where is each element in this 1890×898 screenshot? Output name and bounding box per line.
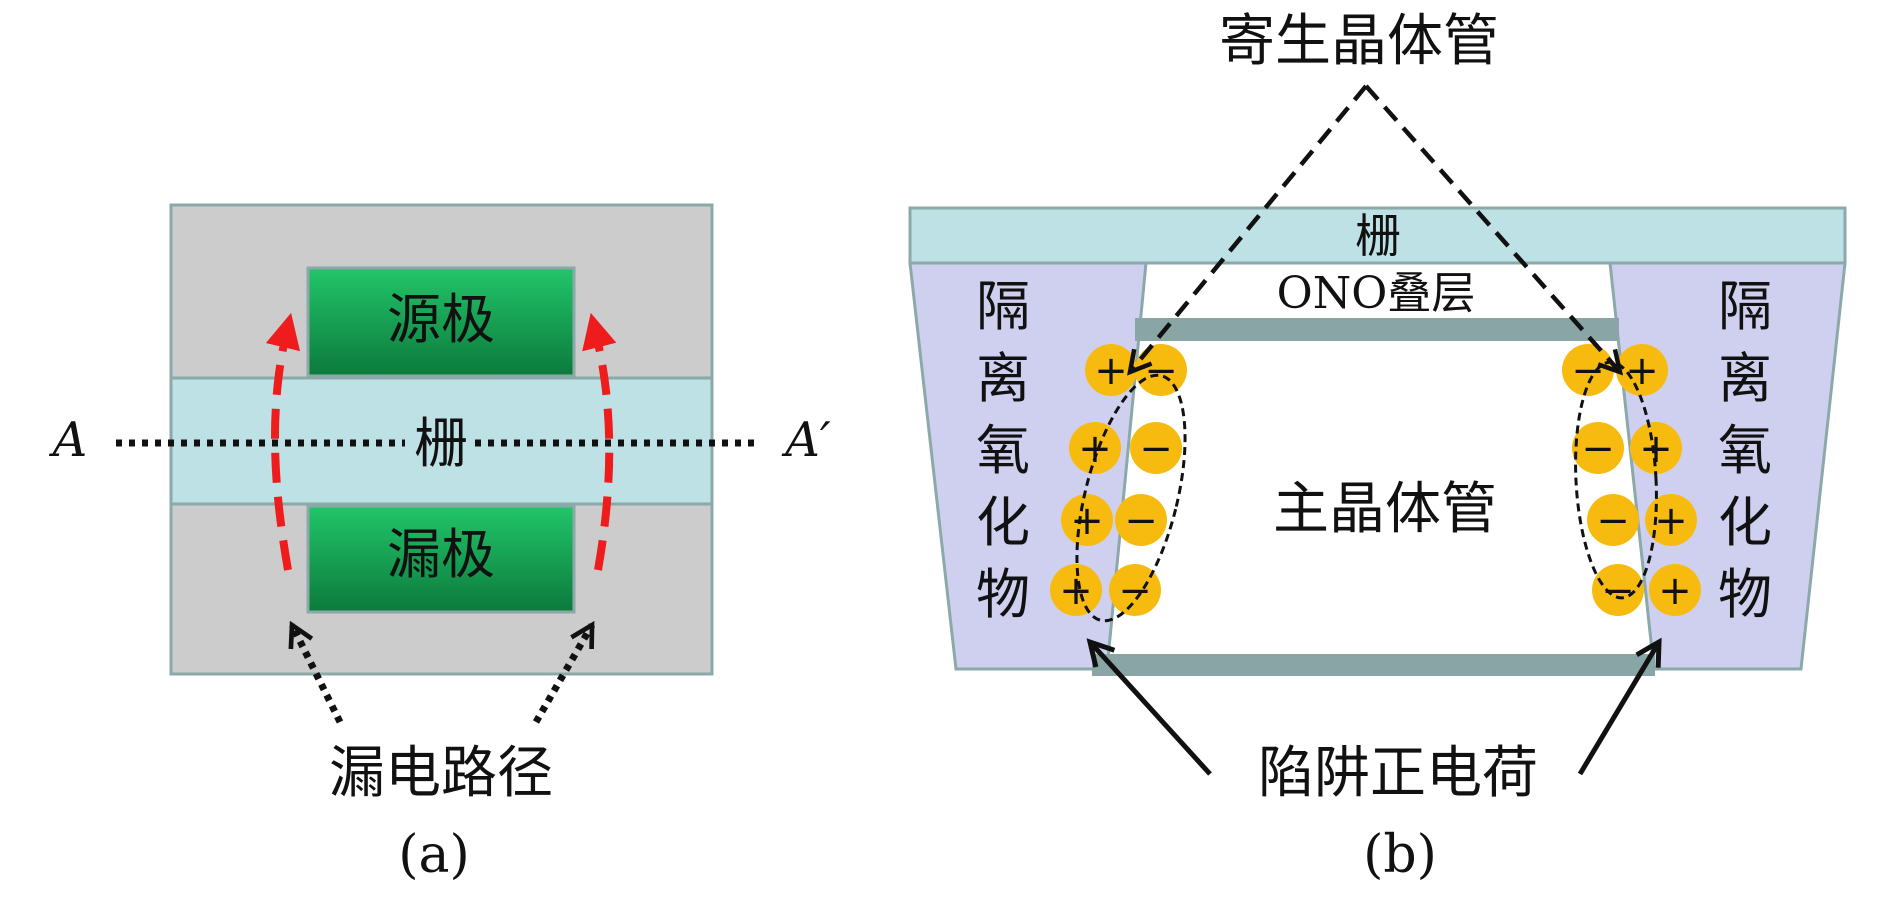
trapped-arrow-right — [1577, 642, 1659, 776]
charge-circle-left — [1069, 422, 1121, 474]
charge-minus-right: − — [1581, 426, 1615, 472]
charge-circle-left — [1130, 422, 1182, 474]
isolation-left-char-4: 物 — [976, 563, 1030, 626]
channel-bar-bottom — [1092, 654, 1655, 676]
charge-circle-right — [1630, 422, 1682, 474]
isolation-right-char-1: 离 — [1718, 347, 1772, 410]
charge-circle-right — [1616, 344, 1668, 396]
charge-circle-right — [1572, 422, 1624, 474]
charge-circle-right — [1592, 564, 1644, 616]
charge-circle-right — [1649, 564, 1701, 616]
charge-minus-left: − — [1124, 498, 1158, 544]
isolation-right-char-0: 隔 — [1718, 275, 1772, 338]
leakage-path-label: 漏电路径 — [329, 741, 553, 806]
isolation-right-char-2: 氧 — [1718, 419, 1772, 482]
charge-minus-left: − — [1144, 348, 1178, 394]
charge-plus-right: + — [1625, 348, 1659, 394]
ono-bar-top — [1135, 318, 1619, 341]
isolation-left-char-1: 离 — [976, 347, 1030, 410]
isolation-right-char-3: 化 — [1718, 491, 1772, 554]
axis-label-a-prime: A′ — [781, 412, 831, 468]
isolation-label-left: 隔 离 氧 化 物 — [976, 275, 1030, 626]
charge-plus-right: + — [1654, 498, 1688, 544]
charge-plus-left: + — [1094, 348, 1128, 394]
charge-circle-right — [1645, 494, 1697, 546]
charge-minus-right: − — [1571, 348, 1605, 394]
trapped-arrow-left — [1090, 642, 1212, 776]
gate-label-b: 栅 — [1355, 209, 1401, 263]
charge-plus-left: + — [1078, 426, 1112, 472]
parasitic-arrow-left — [1130, 84, 1368, 372]
charge-circle-left — [1050, 564, 1102, 616]
source-label: 源极 — [387, 288, 495, 351]
caption-b: (b) — [1363, 825, 1437, 885]
panel-a: 源极 漏极 栅 A A′ 漏电路径 (a) — [49, 203, 831, 885]
gate-bar-b — [908, 206, 1847, 265]
charge-plus-left: + — [1059, 568, 1093, 614]
source-electrode — [306, 266, 576, 378]
gate-label-a: 栅 — [414, 412, 468, 475]
trapped-charge-label: 陷阱正电荷 — [1258, 741, 1538, 806]
main-transistor-label: 主晶体管 — [1273, 477, 1497, 542]
charge-plus-left: + — [1070, 498, 1104, 544]
charge-circle-right — [1587, 494, 1639, 546]
charge-minus-left: − — [1118, 568, 1152, 614]
charge-circle-left — [1085, 344, 1137, 396]
drain-label: 漏极 — [387, 523, 495, 586]
charge-minus-left: − — [1139, 426, 1173, 472]
isolation-left-char-0: 隔 — [976, 275, 1030, 338]
parasitic-transistor-label: 寄生晶体管 — [1219, 9, 1499, 74]
charge-circle-left — [1115, 494, 1167, 546]
charge-plus-right: + — [1658, 568, 1692, 614]
isolation-right-char-4: 物 — [1718, 563, 1772, 626]
parasitic-arrow-right — [1364, 84, 1620, 372]
axis-label-a: A — [49, 412, 88, 468]
charge-circle-left — [1061, 494, 1113, 546]
charge-circle-left — [1109, 564, 1161, 616]
isolation-left-char-2: 氧 — [976, 419, 1030, 482]
isolation-left-char-3: 化 — [976, 491, 1030, 554]
parasitic-region-left — [1075, 373, 1187, 623]
drain-electrode — [306, 504, 576, 614]
charge-minus-right: − — [1596, 498, 1630, 544]
caption-a: (a) — [398, 825, 470, 885]
ono-stack-label: ONO叠层 — [1277, 268, 1476, 319]
panel-b: 栅 ONO叠层 主晶体管 隔 离 氧 化 物 隔 离 氧 化 物 +−+−+−+… — [908, 9, 1847, 885]
isolation-label-right: 隔 离 氧 化 物 — [1718, 275, 1772, 626]
